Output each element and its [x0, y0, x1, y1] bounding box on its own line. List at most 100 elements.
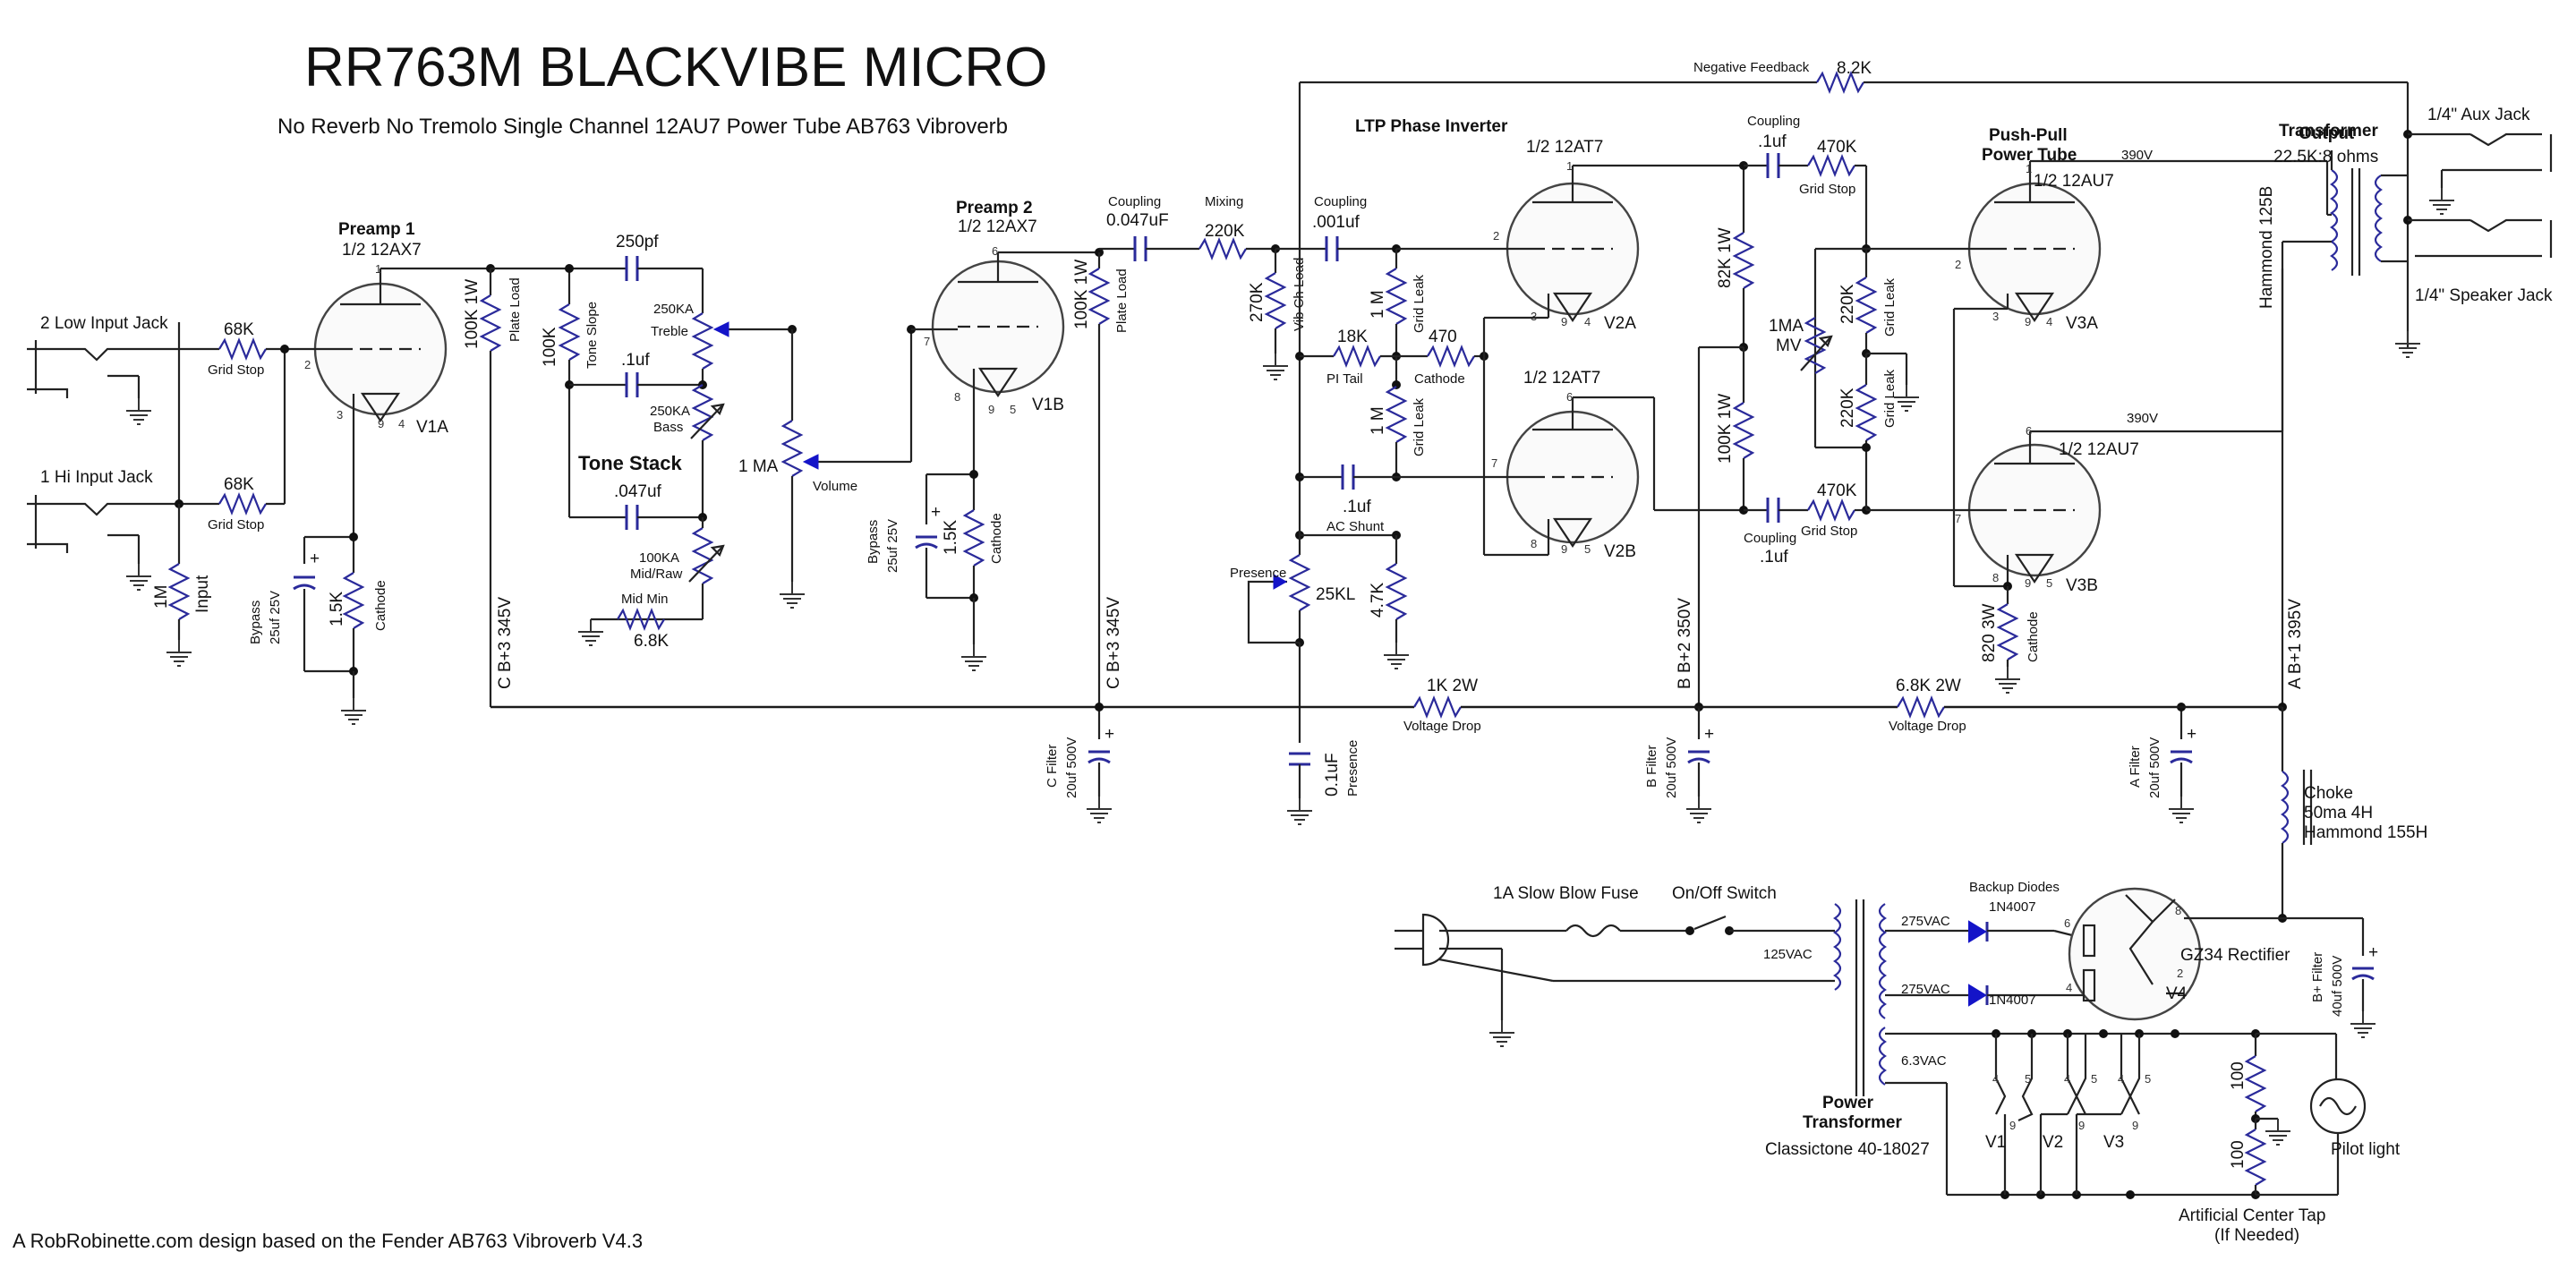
preamp1-cathode-value: 1.5K	[328, 592, 346, 626]
treble-pot-value: 250KA	[653, 302, 694, 317]
preamp2-cathode-value: 1.5K	[942, 520, 960, 555]
power-title-line2: Power Tube	[1982, 146, 2077, 165]
b-plus-rail: 1K 2W Voltage Drop 6.8K 2W Voltage Drop	[490, 677, 2282, 734]
preamp2-title: Preamp 2	[956, 199, 1033, 217]
mid-pot-value: 100KA	[639, 550, 679, 566]
bass-pot-role: Bass	[653, 420, 683, 435]
vib-load-value: 270K	[1248, 282, 1267, 322]
preamp2-name: V1B	[1032, 396, 1064, 414]
diodes-label: Backup Diodes	[1969, 880, 2060, 895]
preamp2-cathode-role: Cathode	[989, 513, 1004, 564]
svg-text:4: 4	[2118, 1072, 2124, 1086]
mixing-value: 220K	[1205, 222, 1245, 241]
power-name-b: V3B	[2066, 576, 2098, 595]
speaker-jack-label: 1/4" Speaker Jack	[2415, 286, 2553, 305]
svg-text:2: 2	[1955, 258, 1961, 271]
drop-r1-role: Voltage Drop	[1403, 719, 1481, 734]
low-grid-stop-role: Grid Stop	[208, 362, 264, 378]
pi-tail-role: PI Tail	[1326, 371, 1363, 387]
power-rail-label: A B+1 395V	[2286, 599, 2305, 689]
heater-v1-label: V1	[1985, 1133, 2006, 1152]
center-tap-line2: (If Needed)	[2214, 1226, 2299, 1245]
center-tap-r2: 100	[2229, 1140, 2248, 1169]
svg-text:9: 9	[378, 417, 384, 430]
pi-grid-leak-b-value: 1 M	[1369, 406, 1387, 435]
svg-text:5: 5	[1584, 542, 1591, 556]
bplus-filter-line2: 40uf 500V	[2330, 956, 2345, 1017]
svg-text:4: 4	[1992, 1072, 1999, 1086]
plate-voltage-a: 390V	[2121, 148, 2153, 163]
treble-cap-value: 250pf	[616, 233, 659, 251]
schematic-subtitle: No Reverb No Tremolo Single Channel 12AU…	[277, 115, 1008, 139]
svg-text:8: 8	[1531, 537, 1537, 550]
rectifier-name: V4	[2166, 984, 2188, 1003]
svg-text:9: 9	[2025, 315, 2031, 328]
center-tap-r1: 100	[2229, 1061, 2248, 1090]
power-name-a: V3A	[2066, 314, 2098, 333]
pi-plate-r-b: 100K 1W	[1716, 394, 1735, 464]
pi-grid-leak-b-role: Grid Leak	[1412, 397, 1427, 456]
feedback-section: Negative Feedback 8.2K	[1300, 59, 2410, 134]
pi-grid-leak-a-role: Grid Leak	[1412, 274, 1427, 333]
svg-text:4: 4	[2046, 315, 2052, 328]
power-grid-leak-a-value: 220K	[1838, 284, 1857, 324]
rectifier-label: GZ34 Rectifier	[2180, 946, 2290, 965]
svg-text:+: +	[2187, 725, 2196, 744]
feedback-value: 8.2K	[1837, 59, 1872, 78]
power-grid-leak-b-value: 220K	[1838, 388, 1857, 428]
bass-pot-value: 250KA	[650, 404, 690, 419]
svg-text:6: 6	[1566, 390, 1573, 404]
a-filter-line2: 20uf 500V	[2147, 737, 2162, 798]
power-coupling-value-a: .1uf	[1758, 132, 1787, 151]
low-grid-stop-value: 68K	[224, 320, 254, 339]
svg-text:1: 1	[2026, 162, 2032, 175]
grid-stop-a-role: Grid Stop	[1799, 182, 1855, 197]
mixing-label: Mixing	[1205, 194, 1243, 209]
ot-title-line1: Output	[2299, 124, 2355, 143]
low-input-jack-label: 2 Low Input Jack	[40, 314, 168, 333]
preamp2-bypass-line2: 25uf 25V	[885, 519, 900, 573]
schematic-title: RR763M BLACKVIBE MICRO	[304, 37, 1047, 98]
svg-text:3: 3	[337, 408, 343, 422]
volume-pot-value: 1 MA	[738, 457, 779, 476]
pi-cathode-role: Cathode	[1414, 371, 1465, 387]
preamp1-section: 1 2 3 9 4 Preamp 1 1/2 12AX7 V1A + Bypas…	[248, 220, 523, 725]
svg-text:2: 2	[1493, 229, 1499, 243]
input-resistor-value: 1M	[152, 585, 171, 609]
preamp2-section: 6 7 8 9 5 Preamp 2 1/2 12AX7 V1B + Bypas…	[866, 194, 1280, 823]
svg-text:9: 9	[1561, 315, 1567, 328]
power-grid-leak-a-role: Grid Leak	[1882, 277, 1898, 337]
hv-voltage-a: 275VAC	[1901, 914, 1950, 929]
preamp1-plate-load-role: Plate Load	[508, 277, 523, 342]
svg-text:6: 6	[2064, 916, 2070, 930]
mid-min-value: 6.8K	[634, 632, 669, 651]
preamp1-title: Preamp 1	[338, 220, 415, 239]
svg-text:5: 5	[1010, 403, 1016, 416]
svg-text:9: 9	[2009, 1119, 2016, 1132]
choke-section: Choke 50ma 4H Hammond 155H	[2278, 707, 2427, 923]
pi-name-b: V2B	[1604, 542, 1636, 561]
pt-model: Classictone 40-18027	[1765, 1140, 1930, 1159]
svg-text:2: 2	[2177, 967, 2183, 980]
power-section: Coupling .1uf 470K Grid Stop Coupling .1…	[1744, 114, 2329, 823]
svg-text:4: 4	[1584, 315, 1591, 328]
choke-line3: Hammond 155H	[2304, 823, 2427, 842]
svg-text:7: 7	[1955, 512, 1961, 525]
preamp2-bypass-line1: Bypass	[866, 520, 881, 564]
svg-text:8: 8	[2175, 904, 2181, 917]
ot-ratio: 22.5K:8 ohms	[2273, 148, 2378, 166]
presence-cap-role: Presence	[1345, 740, 1361, 797]
tone-slope-value: 100K	[541, 327, 559, 367]
hi-input-jack-label: 1 Hi Input Jack	[40, 468, 153, 487]
pi-title: LTP Phase Inverter	[1355, 117, 1508, 136]
b-filter-line2: 20uf 500V	[1664, 737, 1679, 798]
feedback-label: Negative Feedback	[1693, 60, 1810, 75]
plate-voltage-b: 390V	[2127, 411, 2158, 426]
switch-label: On/Off Switch	[1672, 884, 1777, 903]
c-filter-line2: 20uf 500V	[1064, 737, 1079, 798]
footer-credit: A RobRobinette.com design based on the F…	[13, 1230, 643, 1252]
presence-pot-label: Presence	[1230, 566, 1286, 581]
output-section: Output Transformer 22.5K:8 ohms Hammond …	[2257, 106, 2553, 358]
mv-pot-value: 1MA	[1769, 317, 1804, 336]
